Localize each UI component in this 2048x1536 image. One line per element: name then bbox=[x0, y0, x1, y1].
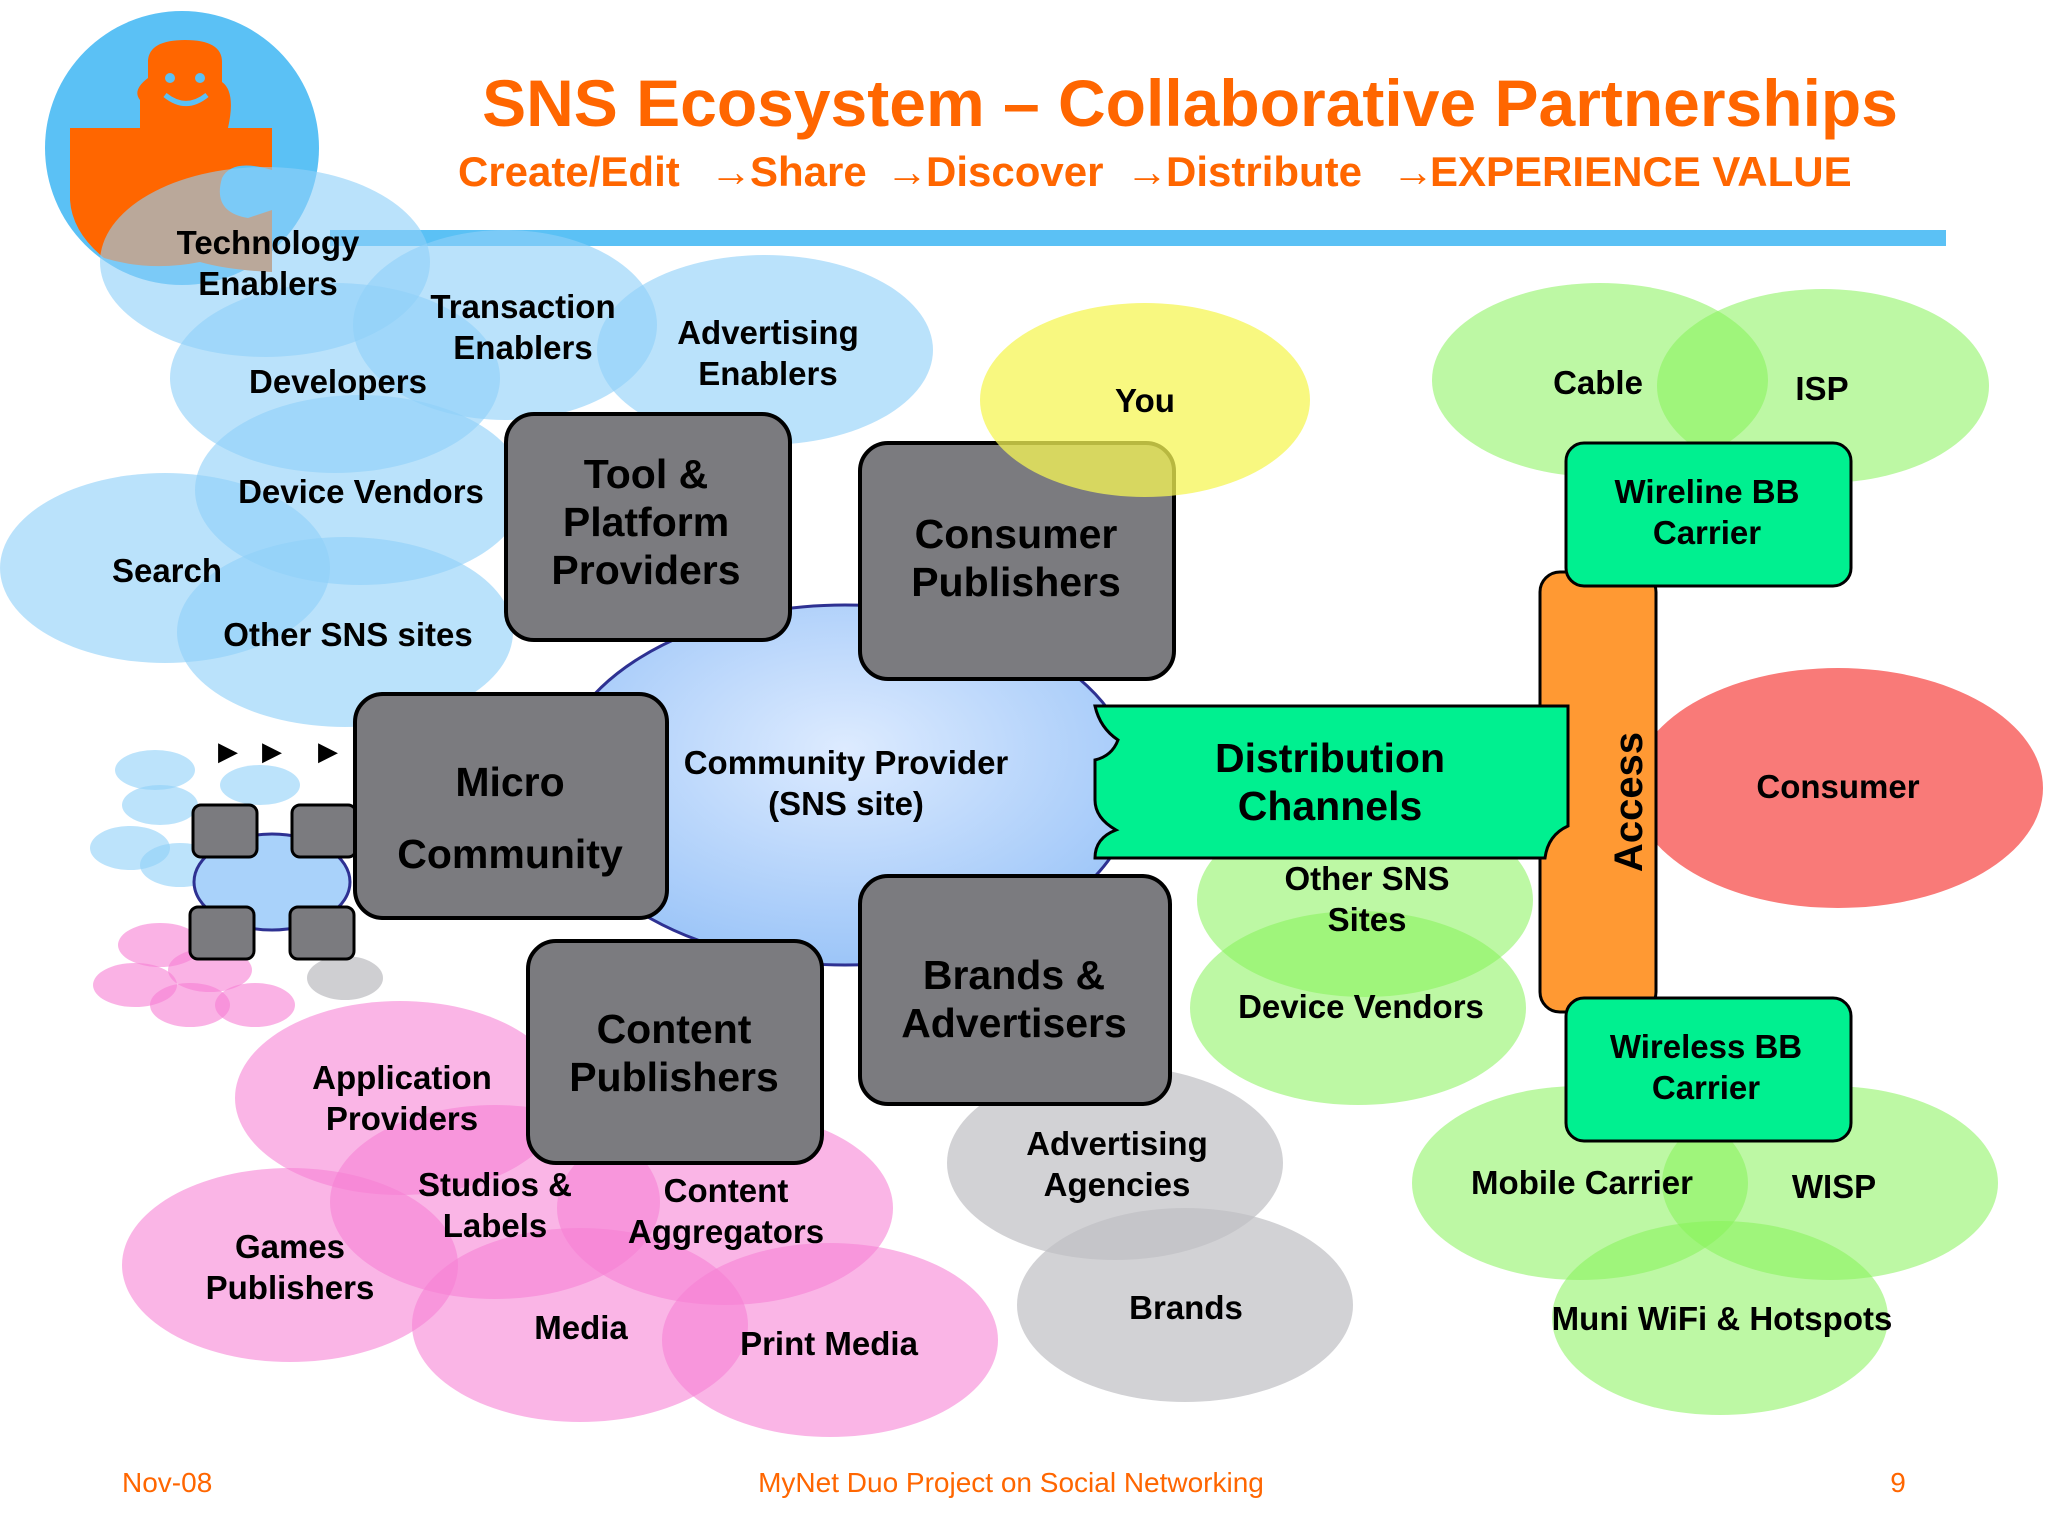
flow-step-create: Create/Edit bbox=[458, 148, 680, 195]
flow-step-experience: EXPERIENCE VALUE bbox=[1430, 148, 1852, 195]
label-advertising-agencies-2: Agencies bbox=[1044, 1166, 1191, 1203]
flow-arrow-3: → bbox=[1126, 148, 1168, 195]
footer-date: Nov-08 bbox=[122, 1467, 212, 1498]
gray-bubbles bbox=[947, 1066, 1353, 1402]
label-tool-platform-2: Platform bbox=[563, 499, 729, 545]
label-access: Access bbox=[1607, 732, 1651, 872]
label-community-provider-1: Community Provider bbox=[684, 744, 1009, 781]
label-media: Media bbox=[534, 1309, 628, 1346]
flow-arrow-1: → bbox=[710, 148, 752, 195]
label-micro-community-2: Community bbox=[397, 831, 623, 877]
green-bubbles bbox=[1190, 283, 1998, 1415]
label-technology-enablers-2: Enablers bbox=[198, 265, 337, 302]
triangle-arrow-icon: ▶ bbox=[318, 737, 338, 767]
content-publishers-box bbox=[526, 939, 824, 1165]
bubble-advertising-enablers bbox=[597, 255, 933, 445]
bubble-isp bbox=[1657, 289, 1989, 483]
label-consumer-publishers-1: Consumer bbox=[915, 511, 1118, 557]
title-rule bbox=[330, 230, 1946, 246]
consumer-ellipse bbox=[1633, 668, 2043, 908]
flow-step-distribute: Distribute bbox=[1166, 148, 1362, 195]
label-transaction-enablers-2: Enablers bbox=[453, 329, 592, 366]
label-application-providers-1: Application bbox=[312, 1059, 492, 1096]
flow-subtitle: Create/Edit → Share → Discover → Distrib… bbox=[458, 148, 1852, 195]
label-mobile-carrier: Mobile Carrier bbox=[1471, 1164, 1693, 1201]
label-consumer-publishers-2: Publishers bbox=[911, 559, 1121, 605]
label-application-providers-2: Providers bbox=[326, 1100, 478, 1137]
label-distribution-channels-1: Distribution bbox=[1215, 735, 1445, 781]
tool-platform-box bbox=[504, 412, 792, 642]
flow-arrow-2: → bbox=[886, 148, 928, 195]
bubble-print-media bbox=[662, 1243, 998, 1437]
triangle-arrow-icon: ▶ bbox=[218, 737, 238, 767]
label-wireless-2: Carrier bbox=[1652, 1069, 1760, 1106]
label-wireline-2: Carrier bbox=[1653, 514, 1761, 551]
bubble-device-vendors-green bbox=[1190, 911, 1526, 1105]
label-brands-advertisers-1: Brands & bbox=[923, 952, 1105, 998]
label-studios-labels-1: Studios & bbox=[418, 1166, 572, 1203]
label-advertising-enablers-1: Advertising bbox=[677, 314, 859, 351]
label-community-provider-2: (SNS site) bbox=[768, 785, 924, 822]
label-advertising-enablers-2: Enablers bbox=[698, 355, 837, 392]
label-you: You bbox=[1115, 382, 1175, 419]
label-other-sns-sites-green-2: Sites bbox=[1328, 901, 1407, 938]
label-brands: Brands bbox=[1129, 1289, 1243, 1326]
label-transaction-enablers-1: Transaction bbox=[430, 288, 615, 325]
brands-advertisers-box bbox=[858, 874, 1172, 1106]
label-isp: ISP bbox=[1795, 370, 1848, 407]
label-consumer: Consumer bbox=[1756, 768, 1919, 805]
bubble-media bbox=[412, 1228, 748, 1422]
label-micro-community-1: Micro bbox=[455, 759, 564, 805]
flow-step-share: Share bbox=[750, 148, 867, 195]
label-wireless-1: Wireless BB bbox=[1610, 1028, 1802, 1065]
label-muni-wifi: Muni WiFi & Hotspots bbox=[1552, 1300, 1893, 1337]
label-print-media: Print Media bbox=[740, 1325, 919, 1362]
label-content-aggregators-2: Aggregators bbox=[628, 1213, 824, 1250]
wireless-bb-box bbox=[1564, 996, 1853, 1143]
label-content-publishers-2: Publishers bbox=[569, 1054, 779, 1100]
distribution-channels-box bbox=[1093, 704, 1570, 860]
label-games-publishers-1: Games bbox=[235, 1228, 345, 1265]
page-title: SNS Ecosystem – Collaborative Partnershi… bbox=[482, 66, 1898, 140]
label-distribution-channels-2: Channels bbox=[1238, 783, 1423, 829]
blue-bubbles bbox=[0, 167, 933, 727]
label-brands-advertisers-2: Advertisers bbox=[901, 1000, 1127, 1046]
wireline-bb-box bbox=[1564, 441, 1853, 588]
triangle-arrow-icon: ▶ bbox=[262, 737, 282, 767]
label-other-sns-sites-green-1: Other SNS bbox=[1284, 860, 1449, 897]
micro-community-box bbox=[353, 692, 669, 920]
label-developers: Developers bbox=[249, 363, 427, 400]
label-tool-platform-3: Providers bbox=[551, 547, 740, 593]
bubble-other-sns-sites bbox=[177, 537, 513, 727]
bubble-muni-wifi bbox=[1552, 1221, 1888, 1415]
label-tool-platform-1: Tool & bbox=[584, 451, 708, 497]
footer-page-number: 9 bbox=[1890, 1467, 1906, 1498]
label-advertising-agencies-1: Advertising bbox=[1026, 1125, 1208, 1162]
label-content-aggregators-1: Content bbox=[664, 1172, 789, 1209]
bubble-brands bbox=[1017, 1208, 1353, 1402]
footer-project: MyNet Duo Project on Social Networking bbox=[758, 1467, 1264, 1498]
label-search: Search bbox=[112, 552, 222, 589]
flow-arrow-4: → bbox=[1392, 148, 1434, 195]
label-device-vendors-green: Device Vendors bbox=[1238, 988, 1484, 1025]
label-wisp: WISP bbox=[1792, 1168, 1876, 1205]
label-other-sns-sites: Other SNS sites bbox=[223, 616, 472, 653]
label-studios-labels-2: Labels bbox=[443, 1207, 548, 1244]
label-technology-enablers-1: Technology bbox=[177, 224, 360, 261]
label-device-vendors: Device Vendors bbox=[238, 473, 484, 510]
micro-bubbles: ▶ ▶ ▶ bbox=[90, 737, 383, 1027]
flow-step-discover: Discover bbox=[926, 148, 1103, 195]
label-wireline-1: Wireline BB bbox=[1615, 473, 1800, 510]
label-content-publishers-1: Content bbox=[597, 1006, 752, 1052]
label-cable: Cable bbox=[1553, 364, 1643, 401]
bubble-games-publishers bbox=[122, 1168, 458, 1362]
you-ellipse bbox=[980, 303, 1310, 497]
label-games-publishers-2: Publishers bbox=[206, 1269, 375, 1306]
